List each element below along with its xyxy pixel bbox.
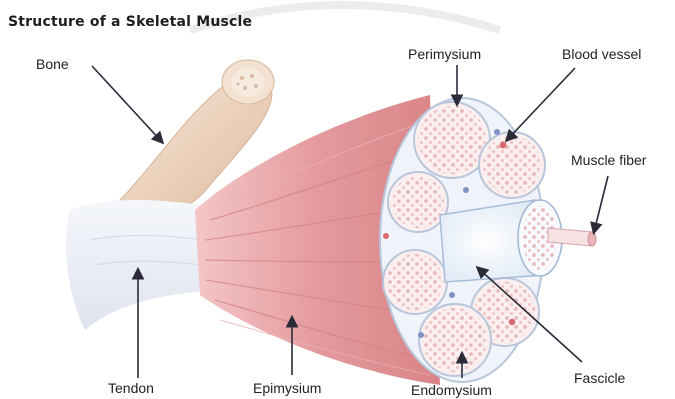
extended-fascicle: [440, 200, 562, 282]
muscle-cross-section: [380, 98, 596, 382]
label-fascicle: Fascicle: [574, 370, 625, 386]
label-bone: Bone: [36, 56, 69, 72]
label-perimysium: Perimysium: [408, 46, 481, 62]
blood-vessel-pointer: [507, 68, 575, 140]
diagram-title: Structure of a Skeletal Muscle: [8, 14, 252, 30]
label-epimysium: Epimysium: [253, 380, 321, 396]
muscle-fiber-pointer: [594, 176, 608, 232]
label-blood-vessel: Blood vessel: [562, 46, 641, 62]
label-muscle-fiber: Muscle fiber: [571, 152, 646, 168]
label-tendon: Tendon: [108, 380, 154, 396]
label-endomysium: Endomysium: [411, 382, 492, 398]
bone-pointer: [92, 66, 162, 142]
